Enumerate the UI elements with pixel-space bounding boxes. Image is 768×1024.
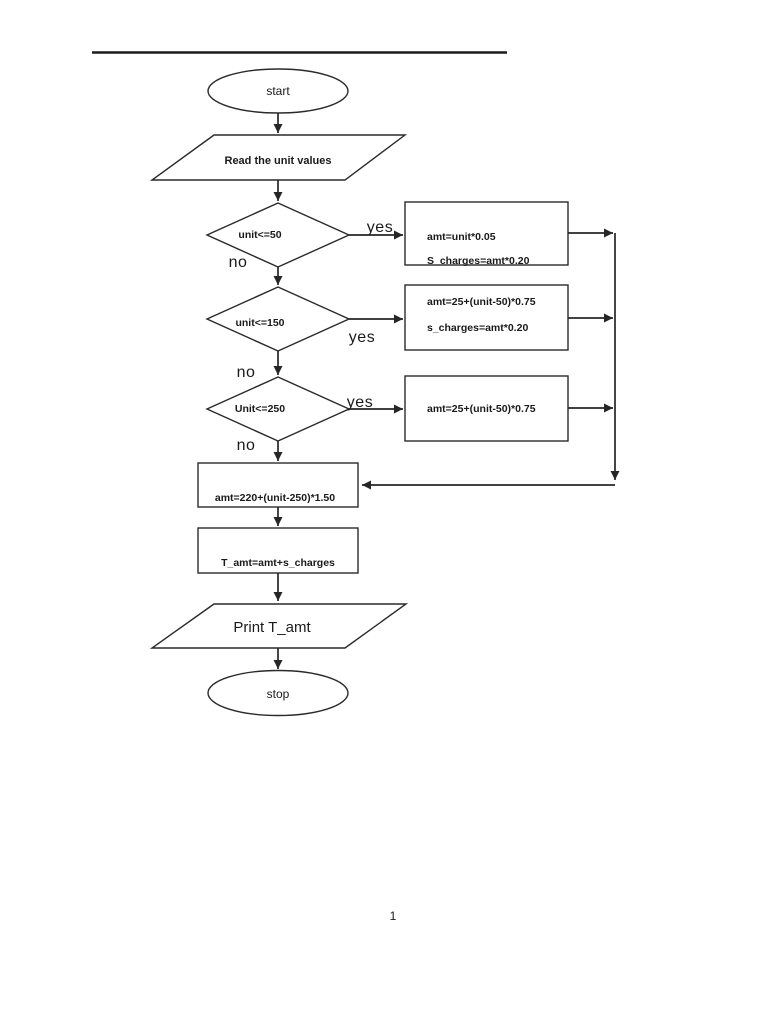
decision1-node: unit<=50 xyxy=(205,202,351,268)
process1-node: amt=unit*0.05 S_charges=amt*0.20 xyxy=(404,201,569,267)
decision3-node: Unit<=250 xyxy=(205,376,351,442)
decision1-yes-label: yes xyxy=(367,219,393,236)
stop-ellipse xyxy=(207,669,349,717)
process2-node: amt=25+(unit-50)*0.75 s_charges=amt*0.20 xyxy=(404,284,569,351)
decision2-node: unit<=150 xyxy=(205,286,351,352)
input-parallelogram xyxy=(149,134,408,181)
decision2-yes-label: yes xyxy=(349,329,375,346)
output-node: Print T_amt xyxy=(149,603,409,649)
input-node: Read the unit values xyxy=(149,134,408,181)
process5-line1: T_amt=amt+s_charges xyxy=(221,557,335,569)
process3-line1: amt=25+(unit-50)*0.75 xyxy=(427,403,536,415)
process2-line1: amt=25+(unit-50)*0.75 xyxy=(427,296,536,308)
process5-rect xyxy=(197,527,359,574)
page-number: 1 xyxy=(390,909,397,923)
input-label: Read the unit values xyxy=(225,155,332,167)
process2-rect xyxy=(404,284,569,351)
start-label: start xyxy=(266,84,290,98)
process4-rect xyxy=(197,462,359,508)
process2-line2: s_charges=amt*0.20 xyxy=(427,322,528,334)
decision1-no-label: no xyxy=(229,254,248,271)
decision3-no-label: no xyxy=(237,437,256,454)
process4-line1: amt=220+(unit-250)*1.50 xyxy=(215,492,335,504)
stop-label: stop xyxy=(267,687,290,701)
decision3-label: Unit<=250 xyxy=(235,403,285,415)
decision2-label: unit<=150 xyxy=(235,317,284,329)
process3-node: amt=25+(unit-50)*0.75 xyxy=(404,375,569,442)
process4-node: amt=220+(unit-250)*1.50 xyxy=(197,462,359,508)
decision1-label: unit<=50 xyxy=(238,229,281,241)
process1-line1: amt=unit*0.05 xyxy=(427,231,496,243)
process5-node: T_amt=amt+s_charges xyxy=(197,527,359,574)
output-parallelogram xyxy=(149,603,409,649)
decision3-yes-label: yes xyxy=(347,394,373,411)
output-label: Print T_amt xyxy=(233,619,311,636)
start-node: start xyxy=(207,68,349,114)
stop-node: stop xyxy=(207,669,349,717)
process1-line2: S_charges=amt*0.20 xyxy=(427,255,530,267)
decision2-no-label: no xyxy=(237,364,256,381)
